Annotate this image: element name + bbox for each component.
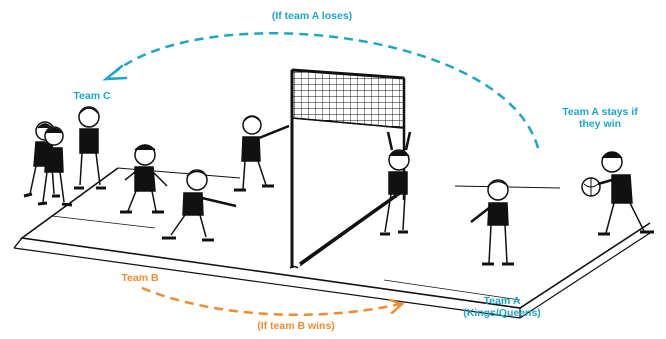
player-b3 [234, 116, 289, 190]
team-a-line2: (Kings/Queens) [452, 307, 552, 319]
if-team-a-loses-label: (If team A loses) [242, 10, 382, 22]
team-b-players [120, 116, 289, 240]
player-a3 [582, 152, 654, 234]
team-a-kings-queens-label: Team A (Kings/Queens) [452, 295, 552, 319]
player-b1 [120, 145, 167, 212]
player-b2 [162, 170, 236, 240]
player-c3 [74, 107, 106, 188]
if-team-b-wins-label: (If team B wins) [226, 320, 366, 332]
team-c-label: Team C [62, 90, 122, 102]
team-b-wins-arrow [142, 288, 400, 315]
player-a2 [471, 180, 514, 264]
team-c-players [24, 107, 106, 205]
team-a-stays-line2: they win [538, 118, 662, 130]
team-a-stays-label: Team A stays if they win [538, 106, 662, 130]
team-a-players [380, 132, 654, 264]
player-a1 [380, 132, 410, 234]
team-a-line1: Team A [452, 295, 552, 307]
volleyball-net [290, 70, 404, 268]
team-a-stays-line1: Team A stays if [538, 106, 662, 118]
team-b-label: Team B [110, 272, 170, 284]
